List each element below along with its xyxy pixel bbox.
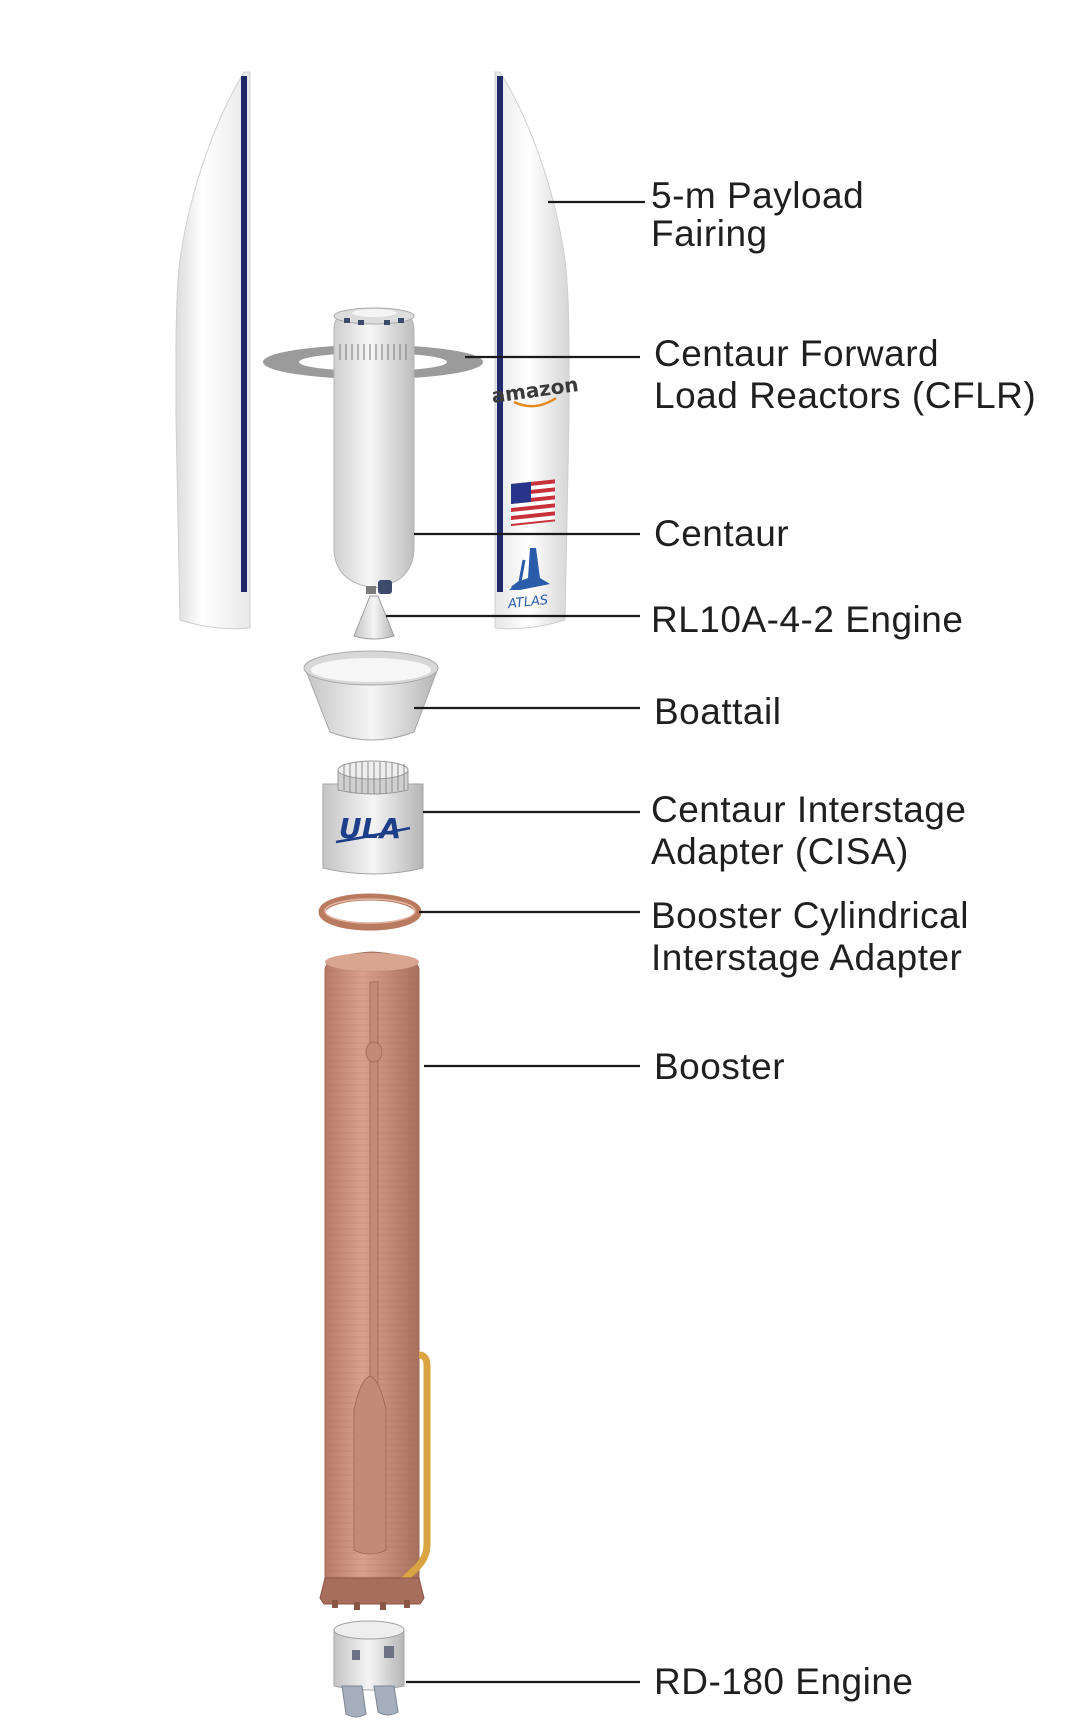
- booster-feedline-fairing: [353, 1375, 387, 1555]
- ula-logo: ULA: [335, 812, 411, 845]
- label-cisa: Centaur Interstage Adapter (CISA): [651, 789, 977, 872]
- booster-aft-skirt: [319, 1577, 425, 1605]
- boattail: [303, 650, 439, 741]
- us-flag-icon: [511, 479, 555, 526]
- label-booster: Booster: [654, 1046, 785, 1087]
- fairing-right-half: [494, 71, 570, 630]
- label-rd180-engine: RD-180 Engine: [654, 1661, 913, 1702]
- atlas-logo: ATLAS: [506, 548, 550, 612]
- centaur-forward-fittings: [344, 318, 404, 325]
- atlas-logo-mark: [509, 548, 550, 590]
- centaur-ribbed-band: [339, 344, 407, 360]
- rd180-engine: [333, 1620, 405, 1718]
- label-fairing: 5-m Payload Fairing: [651, 175, 875, 254]
- label-rl10-engine: RL10A-4-2 Engine: [651, 599, 963, 640]
- atlas-logo-text: ATLAS: [506, 593, 549, 612]
- rl10-engine-nozzle: [353, 595, 395, 640]
- component-labels: 5-m Payload Fairing Centaur Forward Load…: [651, 175, 1036, 1702]
- centaur-stage: [333, 307, 415, 594]
- label-cflr: Centaur Forward Load Reactors (CFLR): [654, 333, 1036, 416]
- payload-fairing: amazon ATLAS: [175, 71, 580, 630]
- cisa: ULA: [322, 760, 424, 875]
- fairing-left-half: [175, 71, 251, 630]
- cisa-ribs: [343, 762, 405, 794]
- booster-external-feedline: [401, 1351, 431, 1583]
- booster-cylindrical-interstage-adapter-ring: [318, 893, 422, 931]
- booster: [319, 951, 431, 1610]
- leader-lines: [386, 200, 645, 1684]
- label-bcia: Booster Cylindrical Interstage Adapter: [651, 895, 980, 978]
- label-centaur: Centaur: [654, 513, 789, 554]
- label-boattail: Boattail: [654, 691, 781, 732]
